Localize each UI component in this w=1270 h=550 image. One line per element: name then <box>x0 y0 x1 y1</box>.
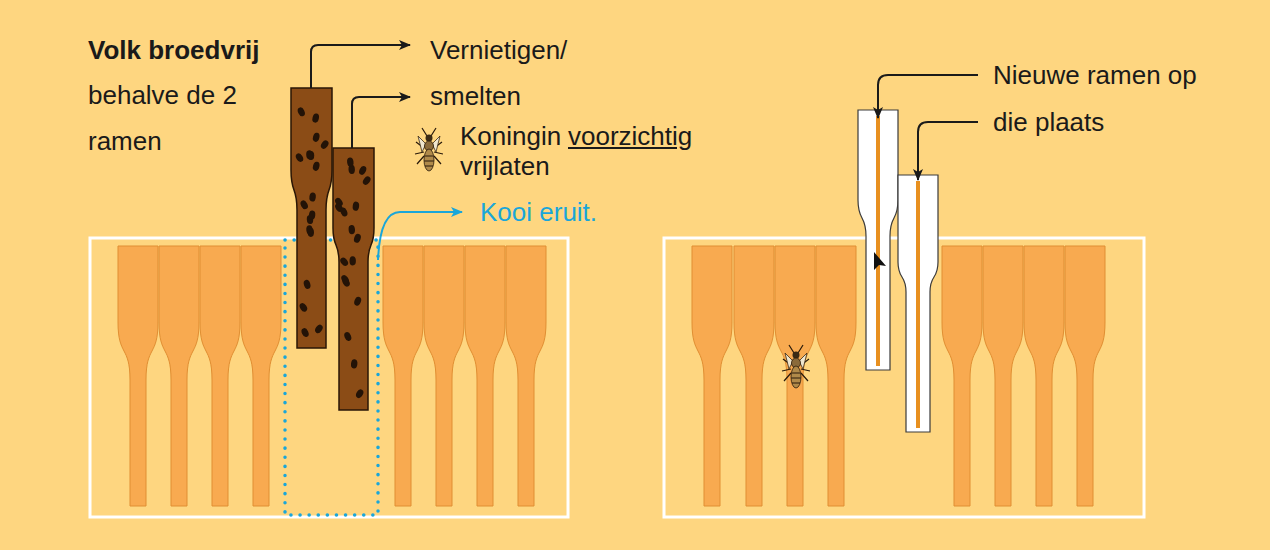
frame <box>816 246 856 506</box>
cage-note: Kooi eruit. <box>480 189 597 235</box>
frame <box>200 246 240 506</box>
leader-line <box>352 97 410 148</box>
brood-cell <box>355 388 365 399</box>
queen-bees <box>415 128 810 388</box>
queen-bee <box>782 345 810 388</box>
brood-cell <box>349 256 356 265</box>
brood-cell <box>319 139 330 150</box>
leader-line <box>878 75 978 118</box>
hive-box <box>90 238 568 517</box>
action-note: Vernietigen/ smelten <box>430 27 610 119</box>
brood-cell <box>353 296 362 307</box>
frame <box>159 246 199 506</box>
brood-cell <box>339 256 350 267</box>
heading-note: Volk broedvrij <box>88 27 259 73</box>
frame <box>983 246 1023 506</box>
brood-cell <box>296 106 306 117</box>
brood-cell <box>306 225 313 235</box>
new-frames <box>858 110 938 432</box>
frame <box>692 246 732 506</box>
brood-cell <box>312 161 320 171</box>
brood-cell <box>352 201 360 211</box>
note-text: behalve de 2 ramen <box>88 72 238 164</box>
frame <box>1065 246 1105 506</box>
frame <box>118 246 158 506</box>
new-frames-note: Nieuwe ramen op die plaats <box>993 52 1203 146</box>
wax-foundation <box>916 181 920 428</box>
brood-cell <box>353 233 362 244</box>
frame <box>942 246 982 506</box>
frame <box>775 246 815 506</box>
frame <box>241 246 281 506</box>
brood-frames <box>291 88 374 410</box>
queen-note-emphasis: voorzichtig <box>568 113 692 159</box>
brood-frame <box>333 148 374 410</box>
brood-cell <box>298 302 308 313</box>
brood-cell <box>306 150 313 160</box>
brood-cell <box>348 225 355 235</box>
wax-foundation <box>876 116 880 366</box>
brood-cell <box>351 359 358 369</box>
brood-cell <box>312 113 320 123</box>
leader-line <box>378 212 462 260</box>
brood-cell <box>299 199 309 210</box>
leader-line <box>311 45 410 88</box>
brood-cell <box>303 279 312 290</box>
brood-cell <box>358 165 368 176</box>
queen-bee <box>415 128 443 171</box>
brood-cell <box>300 327 310 338</box>
leader-line <box>918 122 978 180</box>
brood-frame <box>291 88 332 348</box>
brood-cell <box>361 175 372 186</box>
frame <box>506 246 546 506</box>
brood-cell <box>339 206 349 217</box>
brood-cell <box>347 157 354 167</box>
frames <box>118 246 1105 506</box>
frame <box>734 246 774 506</box>
queen-note: vrijlaten <box>460 143 550 189</box>
brood-cell <box>314 323 325 334</box>
new-frame <box>858 110 898 370</box>
frame <box>465 246 505 506</box>
new-frame <box>898 175 938 432</box>
brood-cell <box>309 192 316 202</box>
frame <box>383 246 423 506</box>
brood-cell <box>294 152 304 163</box>
brood-cell <box>309 210 316 220</box>
frame <box>424 246 464 506</box>
pointer-cursor <box>874 252 886 270</box>
brood-cell <box>312 132 320 142</box>
brood-cell <box>340 274 351 285</box>
brood-cell <box>343 331 352 342</box>
frame <box>1024 246 1064 506</box>
